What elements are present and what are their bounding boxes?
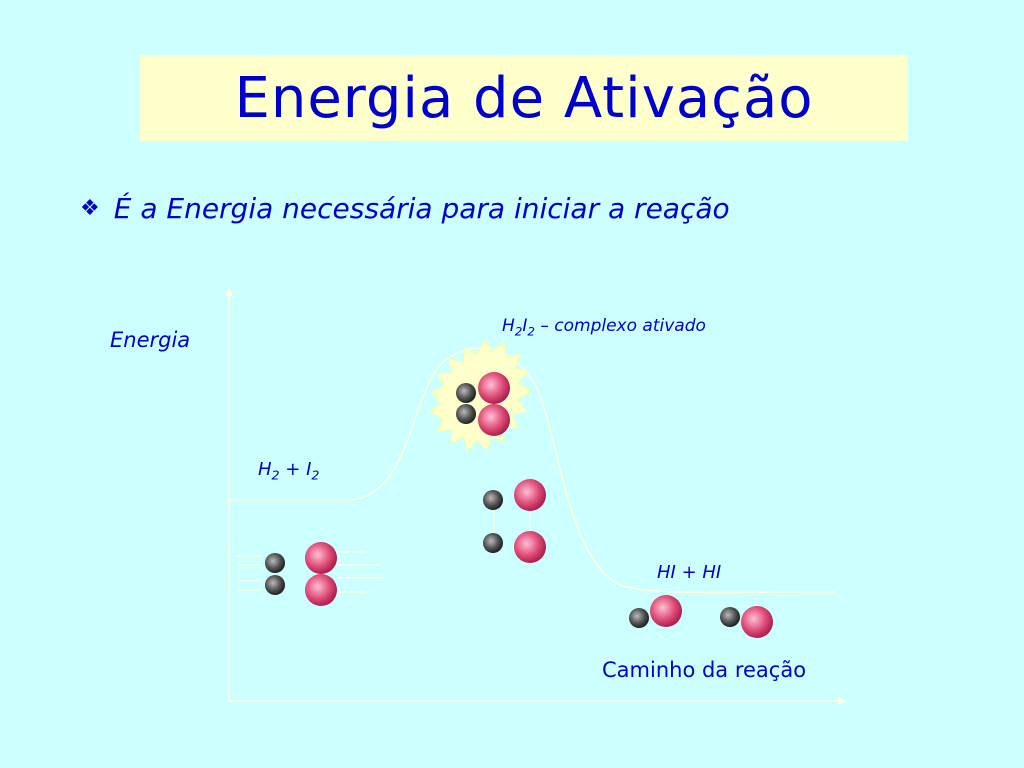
complex-label: H2I2 – complexo ativado <box>502 316 706 339</box>
title-box: Energia de Ativação <box>140 55 908 141</box>
y-axis-arrow-icon <box>225 287 233 296</box>
complex-molecule <box>456 372 510 436</box>
x-axis-arrow-icon <box>838 697 847 705</box>
axes <box>225 287 847 705</box>
y-axis-label: Energia <box>110 328 191 352</box>
bullet-row: ❖ É a Energia necessária para iniciar a … <box>80 192 730 225</box>
reactant-molecules <box>235 542 385 606</box>
x-axis-label: Caminho da reação <box>602 658 807 682</box>
bullet-text: É a Energia necessária para iniciar a re… <box>113 192 730 225</box>
slide-title: Energia de Ativação <box>234 65 814 131</box>
products-label: HI + HI <box>657 562 722 583</box>
diamond-four-icon: ❖ <box>80 196 100 221</box>
energy-curve <box>229 347 836 594</box>
product-molecules <box>629 595 773 638</box>
reactants-label: H2 + I2 <box>258 459 320 483</box>
splitting-molecules <box>483 479 546 563</box>
